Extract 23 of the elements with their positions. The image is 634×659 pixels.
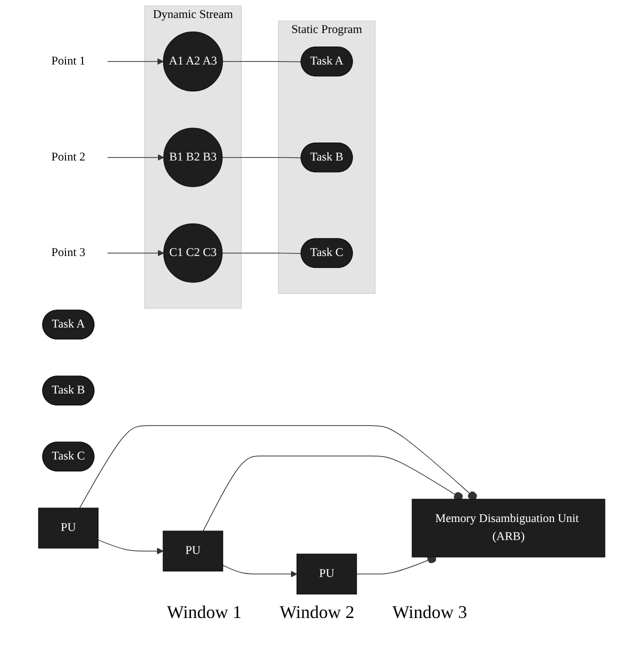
connector bbox=[222, 157, 302, 158]
node-circle: C1 C2 C3 bbox=[163, 223, 223, 283]
window-label: Window 1 bbox=[166, 601, 243, 624]
arrow bbox=[107, 250, 164, 256]
node-circle: A1 A2 A3 bbox=[162, 32, 223, 92]
arrow bbox=[98, 540, 164, 554]
node-circle: B1 B2 B3 bbox=[163, 128, 223, 188]
window-label: Window 2 bbox=[278, 601, 356, 624]
node-text: Point 2 bbox=[51, 150, 86, 164]
connector bbox=[202, 456, 463, 532]
window-label: Window 3 bbox=[391, 601, 468, 624]
node-box: PU bbox=[162, 530, 224, 572]
node-text: Point 1 bbox=[51, 54, 86, 68]
arrow bbox=[222, 564, 298, 578]
connector bbox=[222, 61, 302, 62]
node-box: Memory Disambiguation Unit (ARB) bbox=[412, 498, 606, 558]
node-box: PU bbox=[38, 508, 99, 548]
node-box: PU bbox=[296, 554, 357, 594]
node-text: Point 3 bbox=[51, 246, 86, 260]
connector bbox=[79, 425, 477, 508]
connector bbox=[222, 252, 302, 254]
arrow bbox=[107, 58, 164, 65]
arrow bbox=[107, 154, 164, 161]
